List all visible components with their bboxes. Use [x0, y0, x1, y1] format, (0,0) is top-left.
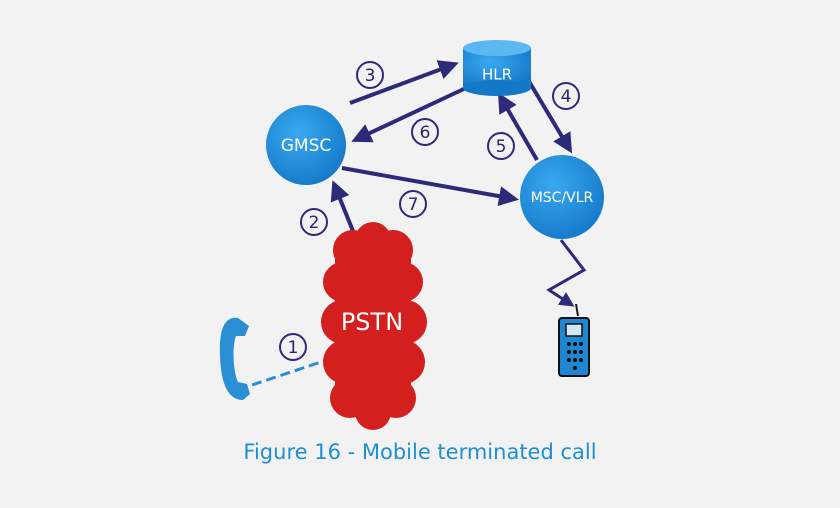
- step-label-7: 7: [408, 195, 419, 215]
- hlr-label: HLR: [482, 66, 512, 84]
- step-marker-2: 2: [300, 208, 328, 236]
- arrow-step-5: [497, 92, 539, 162]
- step-label-6: 6: [420, 123, 431, 143]
- step-marker-1: 1: [279, 333, 307, 361]
- step-label-4: 4: [561, 87, 572, 107]
- gmsc-node: GMSC: [266, 105, 346, 185]
- gmsc-label: GMSC: [281, 136, 332, 156]
- arrow-step-2: [330, 180, 357, 237]
- step-marker-7: 7: [399, 190, 427, 218]
- pstn-label: PSTN: [341, 308, 403, 336]
- pstn-cloud: PSTN: [321, 222, 427, 430]
- step-label-1: 1: [288, 338, 299, 358]
- arrow-step-3: [349, 60, 459, 105]
- arrow-step-7: [341, 166, 519, 207]
- arrow-step-6: [351, 85, 469, 143]
- wireless-link: [546, 239, 587, 307]
- msc-vlr-node: MSC/VLR: [520, 155, 604, 239]
- step-marker-3: 3: [356, 61, 384, 89]
- hlr-node: HLR: [463, 40, 531, 96]
- figure-caption: Figure 16 - Mobile terminated call: [243, 440, 597, 464]
- step-label-3: 3: [365, 66, 376, 86]
- step-marker-5: 5: [487, 132, 515, 160]
- mobile-phone-icon: [558, 303, 590, 377]
- msc-vlr-label: MSC/VLR: [531, 190, 594, 206]
- step-label-2: 2: [309, 213, 320, 233]
- step-label-5: 5: [496, 137, 507, 157]
- step-marker-4: 4: [552, 82, 580, 110]
- step-marker-6: 6: [411, 118, 439, 146]
- dashed-link-step-1: [251, 356, 334, 387]
- arrow-step-4: [525, 76, 573, 154]
- telephone-handset-icon: [219, 317, 250, 400]
